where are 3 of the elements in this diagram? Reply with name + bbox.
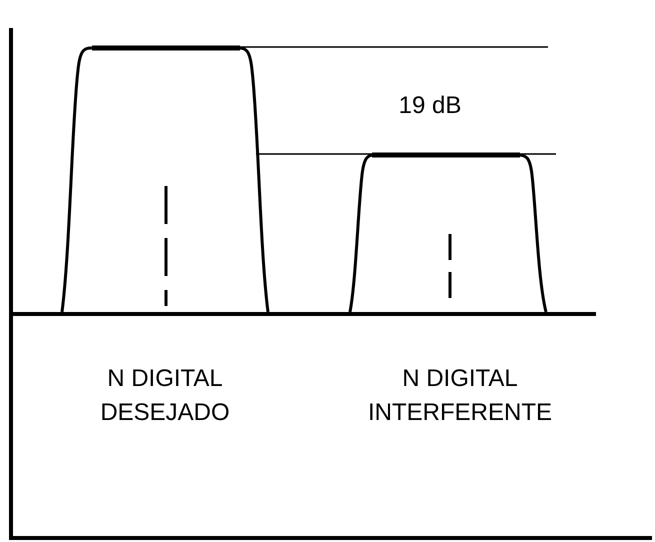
channel-label: N DIGITAL INTERFERENTE	[368, 364, 552, 428]
channel-label: N DIGITAL DESEJADO	[100, 364, 230, 428]
level-difference-label: 19 dB	[398, 91, 462, 121]
